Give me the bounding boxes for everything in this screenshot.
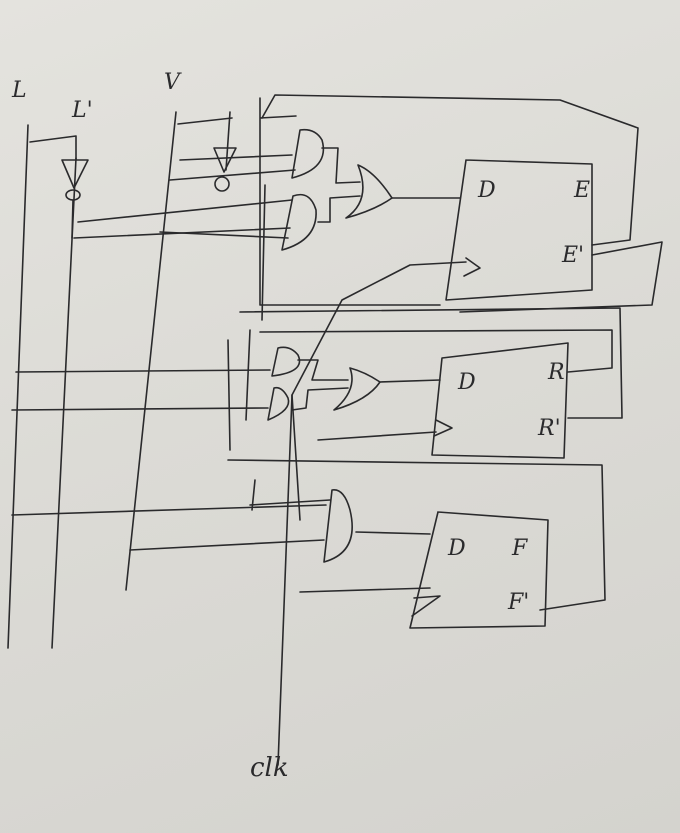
and-gate-icon [271, 346, 301, 377]
ff-middle-d-label: D [458, 370, 476, 395]
ff-top-q-label: E [574, 178, 591, 203]
clock-label: clk [250, 753, 289, 783]
ff-middle-q-label: R [548, 360, 565, 385]
and-gate-icon [323, 489, 353, 563]
flip-flop-middle [431, 342, 569, 459]
ff-bottom-q-label: F [512, 536, 528, 561]
and-gate-icon [267, 386, 290, 421]
ff-bottom-d-label: D [448, 536, 466, 561]
ff-top-d-label: D [478, 178, 496, 203]
ff-top-qbar-label: E' [562, 243, 585, 268]
input-rails [7, 111, 177, 649]
ff-middle-qbar-label: R' [538, 416, 561, 441]
and-gate-icon [291, 128, 325, 179]
ff-bottom-qbar-label: F' [508, 590, 530, 615]
input-label-l-prime: L' [72, 98, 93, 123]
or-gate-icon [345, 164, 393, 219]
or-gate-icon [333, 367, 381, 411]
flip-flop-bottom [409, 511, 549, 629]
input-label-l: L [12, 78, 27, 103]
not-gate-icon [177, 111, 237, 192]
input-label-v: V [164, 70, 180, 95]
flip-flop-top [445, 159, 593, 301]
not-gate-icon [29, 135, 89, 239]
and-gate-icon [281, 193, 317, 251]
clock-line [277, 261, 467, 766]
